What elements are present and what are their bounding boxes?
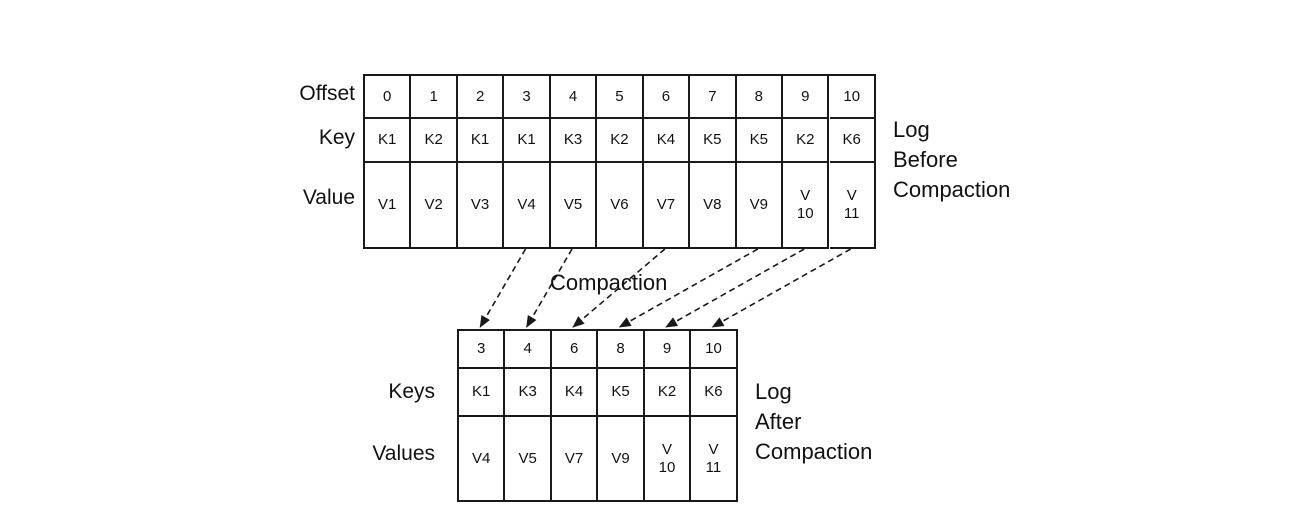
after-offset-cell: 10 (691, 331, 738, 369)
before-key-cell: K1 (365, 119, 412, 163)
before-caption: Log Before Compaction (893, 117, 1011, 202)
before-key-cell: K2 (411, 119, 458, 163)
before-value-cell: V1 (365, 163, 412, 249)
before-key-label: Key (318, 126, 355, 149)
after-value-cell: V4 (459, 417, 506, 502)
after-value-cell: V 10 (644, 417, 692, 502)
after-key-cell: K3 (505, 369, 552, 417)
after-value-cell: V5 (505, 417, 552, 502)
after-key-cell: K6 (691, 369, 738, 417)
before-key-cell: K1 (457, 119, 505, 163)
compaction-arrow (711, 248, 852, 328)
compaction-arrow (572, 248, 666, 328)
before-offset-cell: 10 (829, 76, 876, 119)
before-offset-cell: 4 (550, 76, 598, 119)
before-offset-label: Offset (299, 82, 355, 105)
before-key-cell: K3 (550, 119, 598, 163)
compaction-arrow (665, 248, 805, 328)
before-offset-cell: 3 (504, 76, 551, 119)
before-key-cell: K4 (643, 119, 691, 163)
before-value-cell: V3 (457, 163, 505, 249)
after-key-cell: K4 (551, 369, 599, 417)
before-offset-cell: 0 (365, 76, 412, 119)
before-offset-cell: 1 (411, 76, 458, 119)
before-value-cell: V 11 (829, 163, 876, 249)
compaction-arrow (618, 248, 759, 328)
before-offset-cell: 9 (783, 76, 830, 119)
after-value-cell: V7 (551, 417, 599, 502)
after-key-label: Keys (388, 380, 435, 403)
compaction-label: Compaction (550, 270, 668, 295)
before-value-cell: V7 (643, 163, 691, 249)
after-offset-cell: 8 (598, 331, 645, 369)
compaction-arrow (479, 248, 527, 328)
before-key-cell: K6 (829, 119, 876, 163)
before-key-cell: K2 (597, 119, 644, 163)
before-offset-cell: 2 (457, 76, 505, 119)
after-offset-cell: 9 (644, 331, 692, 369)
after-offset-cell: 3 (459, 331, 506, 369)
before-value-cell: V4 (504, 163, 551, 249)
before-value-cell: V6 (597, 163, 644, 249)
before-key-cell: K1 (504, 119, 551, 163)
after-value-cell: V 11 (691, 417, 738, 502)
after-caption: Log After Compaction (755, 379, 873, 464)
before-value-cell: V5 (550, 163, 598, 249)
before-offset-cell: 5 (597, 76, 644, 119)
after-value-cell: V9 (598, 417, 645, 502)
before-offset-cell: 7 (690, 76, 737, 119)
compaction-arrow (525, 248, 573, 328)
after-value-label: Values (372, 442, 435, 465)
after-offset-cell: 4 (505, 331, 552, 369)
after-offset-cell: 6 (551, 331, 599, 369)
before-value-cell: V2 (411, 163, 458, 249)
after-key-cell: K2 (644, 369, 692, 417)
before-value-label: Value (302, 186, 355, 209)
before-offset-cell: 8 (736, 76, 784, 119)
after-key-cell: K1 (459, 369, 506, 417)
before-value-cell: V8 (690, 163, 737, 249)
before-key-cell: K2 (783, 119, 830, 163)
before-value-cell: V9 (736, 163, 784, 249)
before-value-cell: V 10 (783, 163, 830, 249)
before-key-cell: K5 (736, 119, 784, 163)
before-key-cell: K5 (690, 119, 737, 163)
after-key-cell: K5 (598, 369, 645, 417)
before-offset-cell: 6 (643, 76, 691, 119)
